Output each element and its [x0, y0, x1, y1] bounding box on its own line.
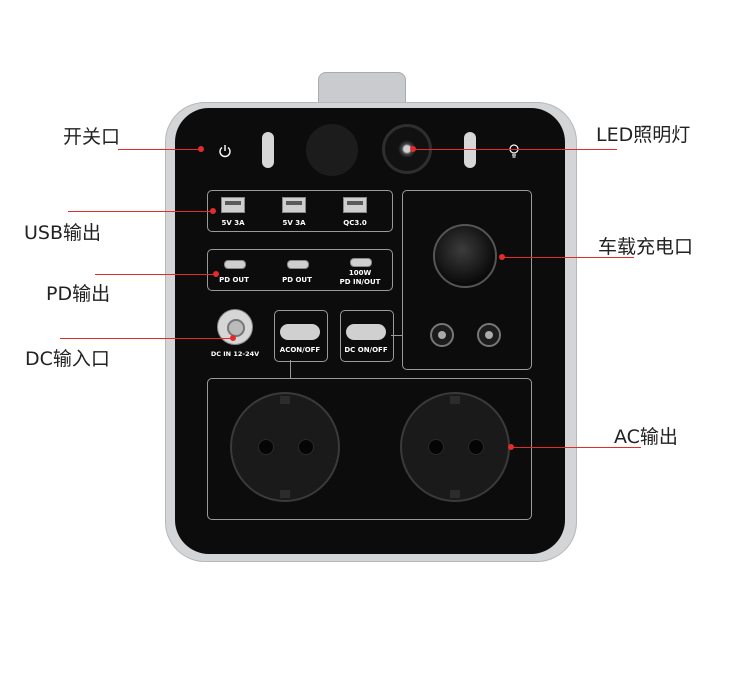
dc-output-port[interactable]: [430, 323, 454, 347]
ac-outlet-group: [207, 378, 532, 520]
typec-port[interactable]: [350, 258, 372, 267]
leader-line: [60, 338, 232, 339]
dc-switch-label: DC ON/OFF: [344, 346, 388, 354]
typec-port[interactable]: [224, 260, 246, 269]
led-indicator: [464, 132, 476, 168]
usb-port[interactable]: [221, 197, 245, 213]
car-charger-socket[interactable]: [433, 224, 497, 288]
typec-port[interactable]: [287, 260, 309, 269]
dc-switch[interactable]: [346, 324, 386, 340]
leader-line: [502, 257, 634, 258]
leader-line: [118, 149, 200, 150]
ac-outlet[interactable]: [400, 392, 510, 502]
leader-line: [512, 447, 641, 448]
callout-pd-output: PD输出: [46, 283, 111, 305]
bulb-icon[interactable]: [508, 143, 520, 158]
callout-usb-output: USB输出: [24, 222, 102, 244]
leader-line: [95, 274, 215, 275]
leader-dot: [210, 208, 216, 214]
power-icon[interactable]: [218, 143, 232, 158]
callout-power-switch: 开关口: [63, 126, 121, 148]
leader-line: [68, 211, 212, 212]
pd-port-label: PD OUT: [219, 276, 249, 284]
callout-dc-input: DC输入口: [25, 348, 110, 370]
ac-switch[interactable]: [280, 324, 320, 340]
usb-port-label: 5V 3A: [282, 219, 306, 227]
usb-port[interactable]: [282, 197, 306, 213]
leader-dot: [508, 444, 514, 450]
leader-dot: [499, 254, 505, 260]
pd-port-label: PD OUT: [282, 276, 312, 284]
dc-switch-group: [340, 310, 394, 362]
pd-port-group: [207, 249, 393, 291]
ac-switch-label: ACON/OFF: [279, 346, 321, 354]
ac-outlet[interactable]: [230, 392, 340, 502]
callout-led-light: LED照明灯: [596, 124, 691, 146]
dc-input-label: DC IN 12-24V: [210, 350, 260, 358]
switch-connector: [391, 335, 403, 336]
car-charger-group: [402, 190, 532, 370]
led-lamp: [382, 124, 432, 174]
leader-dot: [410, 146, 416, 152]
leader-dot: [198, 146, 204, 152]
usb-port-label: 5V 3A: [221, 219, 245, 227]
callout-ac-output: AC输出: [614, 426, 678, 448]
switch-connector: [290, 360, 291, 378]
callout-car-charger: 车载充电口: [598, 236, 694, 258]
power-indicator: [262, 132, 274, 168]
pd-port-label: 100W: [348, 269, 372, 277]
leader-line: [414, 149, 617, 150]
usb-port[interactable]: [343, 197, 367, 213]
ac-switch-group: [274, 310, 328, 362]
usb-port-label: QC3.0: [343, 219, 367, 227]
pd-port-label: PD IN/OUT: [339, 278, 381, 286]
power-button[interactable]: [306, 124, 358, 176]
leader-dot: [213, 271, 219, 277]
leader-dot: [230, 335, 236, 341]
dc-output-port[interactable]: [477, 323, 501, 347]
